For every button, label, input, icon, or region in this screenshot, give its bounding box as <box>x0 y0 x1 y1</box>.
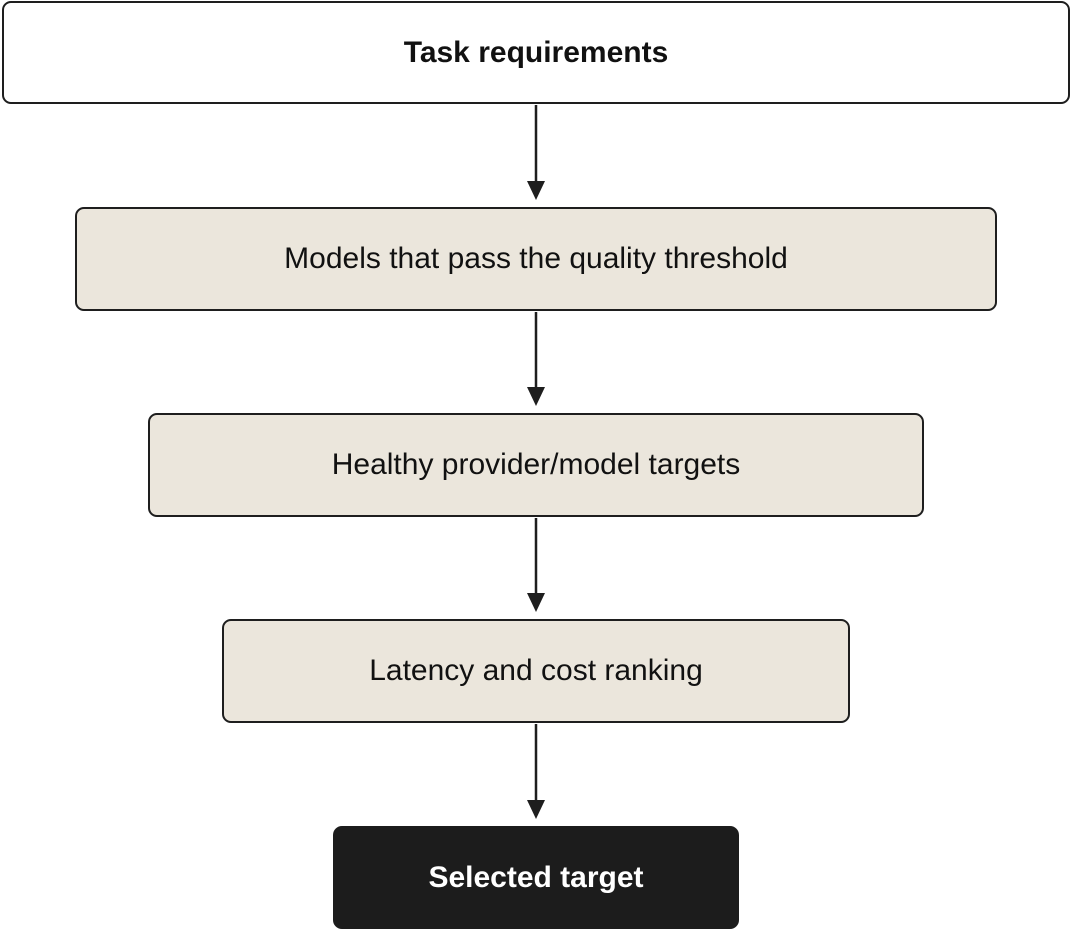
arrowhead-icon <box>527 800 545 819</box>
node-healthy-targets: Healthy provider/model targets <box>148 413 924 517</box>
node-task-requirements: Task requirements <box>2 1 1070 104</box>
node-selected-target: Selected target <box>333 826 739 929</box>
edge-latency-cost-ranking-to-selected-target <box>527 724 545 819</box>
edge-healthy-targets-to-latency-cost-ranking <box>527 518 545 612</box>
arrowhead-icon <box>527 181 545 200</box>
node-latency-cost-ranking: Latency and cost ranking <box>222 619 850 723</box>
edge-task-requirements-to-quality-threshold <box>527 105 545 200</box>
edge-quality-threshold-to-healthy-targets <box>527 312 545 406</box>
arrowhead-icon <box>527 593 545 612</box>
node-quality-threshold: Models that pass the quality threshold <box>75 207 997 311</box>
arrowhead-icon <box>527 387 545 406</box>
